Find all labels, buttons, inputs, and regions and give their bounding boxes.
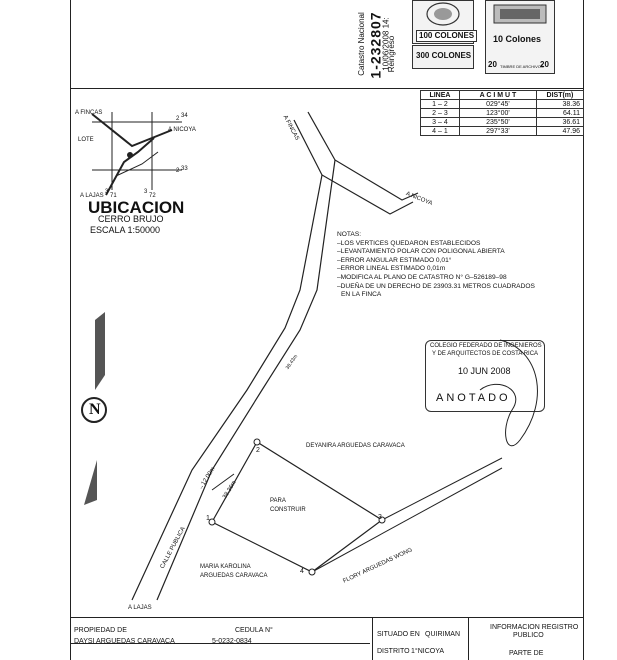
note-item: –DUEÑA DE UN DERECHO DE 23903.31 METROS … — [337, 282, 535, 290]
stamp-100-colones: 100 COLONES — [412, 0, 478, 44]
sketch-label-nicoya: A NICOYA — [168, 127, 196, 133]
grid-number: 3 — [144, 189, 148, 195]
catastro-reingreso: Reingreso — [387, 35, 397, 73]
anotado-date: 10 JUN 2008 — [458, 366, 511, 376]
stamp-10-colones: 10 Colones 20 20 TIMBRE DE ARCHIVOS — [485, 0, 555, 74]
sketch-label-lote: LOTE — [78, 137, 94, 143]
azimuth-table: LINEA A C I M U T DIST(m) 1 – 2 029°45' … — [420, 90, 585, 136]
footer-divider-top — [70, 617, 584, 618]
catastro-label: Catastro Nacional — [356, 12, 366, 76]
grid-number: 3 — [105, 189, 109, 195]
cell-distance: 47.96 — [535, 126, 585, 136]
stamp-10-label: 10 Colones — [493, 34, 542, 44]
notes-heading: NOTAS: — [337, 231, 362, 238]
signature-scribble — [479, 339, 538, 447]
table-row: 4 – 1 297°33' 47.96 — [420, 126, 585, 136]
note-item: –MODIFICA AL PLANO DE CATASTRO N° G–5261… — [337, 273, 507, 281]
vertex-label-3: 3 — [378, 514, 382, 521]
footer-registry-title-2: PUBLICO — [513, 632, 544, 639]
stamp-100-label: 100 COLONES — [416, 30, 478, 42]
note-item: –LOS VERTICES QUEDARON ESTABLECIDOS — [337, 239, 481, 247]
footer-cedula-label: CEDULA N° — [235, 627, 273, 634]
footer-divider-mid — [372, 617, 373, 660]
location-sketch — [91, 112, 182, 196]
owner-west-1: MARIA KAROLINA — [200, 564, 251, 570]
sketch-label-lajas: A LAJAS — [80, 193, 104, 199]
lot-label-para: PARA — [270, 498, 286, 504]
stamp-20-right: 20 — [540, 60, 549, 69]
stamp-300-colones: 300 COLONES — [412, 45, 474, 69]
anotado-word: ANOTADO — [436, 392, 511, 404]
owner-west-2: ARGUEDAS CARAVACA — [200, 573, 268, 579]
grid-number: 34 — [181, 113, 188, 119]
footer-district-label: DISTRITO — [377, 648, 410, 655]
footer-cedula-value: 5-0232-0834 — [212, 638, 252, 645]
location-scale: ESCALA 1:50000 — [90, 225, 161, 235]
footer-owner-name: DAYSI ARGUEDAS CARAVACA — [74, 638, 175, 645]
location-title: UBICACION — [88, 198, 185, 217]
footer-owner-label: PROPIEDAD DE — [74, 627, 127, 634]
anotado-line-1: COLEGIO FEDERADO DE INGENIEROS — [430, 343, 542, 349]
notes-block: NOTAS: –LOS VERTICES QUEDARON ESTABLECID… — [337, 231, 535, 300]
owner-north: DEYANIRA ARGUEDAS CARAVACA — [306, 443, 405, 449]
grid-number: 71 — [110, 193, 117, 199]
grid-number: 72 — [149, 193, 156, 199]
plan-map — [81, 111, 503, 601]
north-symbol: N — [89, 401, 101, 418]
anotado-line-2: Y DE ARQUITECTOS DE COSTA RICA — [432, 351, 539, 357]
footer-registry-title-1: INFORMACION REGISTRO — [490, 624, 579, 631]
footer-divider-right — [468, 617, 469, 660]
footer-part-label: PARTE DE — [509, 650, 544, 657]
stamp-20-left: 20 — [488, 60, 497, 69]
header-divider — [70, 88, 584, 89]
catastro-number: 1-232807 — [367, 11, 384, 79]
grid-number: 33 — [181, 166, 188, 172]
frame-left — [70, 0, 71, 660]
note-item: –ERROR ANGULAR ESTIMADO 0,01° — [337, 256, 452, 264]
footer-situated-label: SITUADO EN — [377, 631, 420, 638]
lot-label-construir: CONSTRUIR — [270, 507, 306, 513]
note-item: EN LA FINCA — [341, 291, 382, 299]
stamp-300-label: 300 COLONES — [416, 51, 472, 60]
vertex-label-2: 2 — [256, 447, 260, 454]
coat-of-arms-icon — [426, 2, 460, 26]
note-item: –ERROR LINEAL ESTIMADO 0,01m — [337, 265, 446, 273]
anotado-stamp: COLEGIO FEDERADO DE INGENIEROS Y DE ARQU… — [425, 340, 545, 412]
vertex-label-1: 1 — [206, 515, 210, 522]
grid-number: 2 — [176, 168, 180, 174]
vertex-label-4: 4 — [300, 568, 304, 575]
footer-district-value: 1°NICOYA — [411, 648, 445, 655]
footer-row-line — [70, 643, 370, 644]
location-subtitle: CERRO BRUJO — [98, 214, 164, 224]
stamp-caption: TIMBRE DE ARCHIVOS — [500, 64, 544, 69]
footer-situated-value: QUIRIMAN — [425, 631, 460, 638]
sketch-label-fincas: A FINCAS — [75, 110, 103, 116]
road-label-lajas: A LAJAS — [128, 605, 152, 611]
building-engraving-icon — [493, 4, 547, 24]
note-item: –LEVANTAMIENTO POLAR CON POLIGONAL ABIER… — [337, 248, 505, 256]
grid-number: 2 — [176, 116, 180, 122]
catastro-vertical-block: Catastro Nacional 1-232807 10/06/2008 14… — [352, 0, 412, 88]
frame-right — [583, 0, 584, 660]
